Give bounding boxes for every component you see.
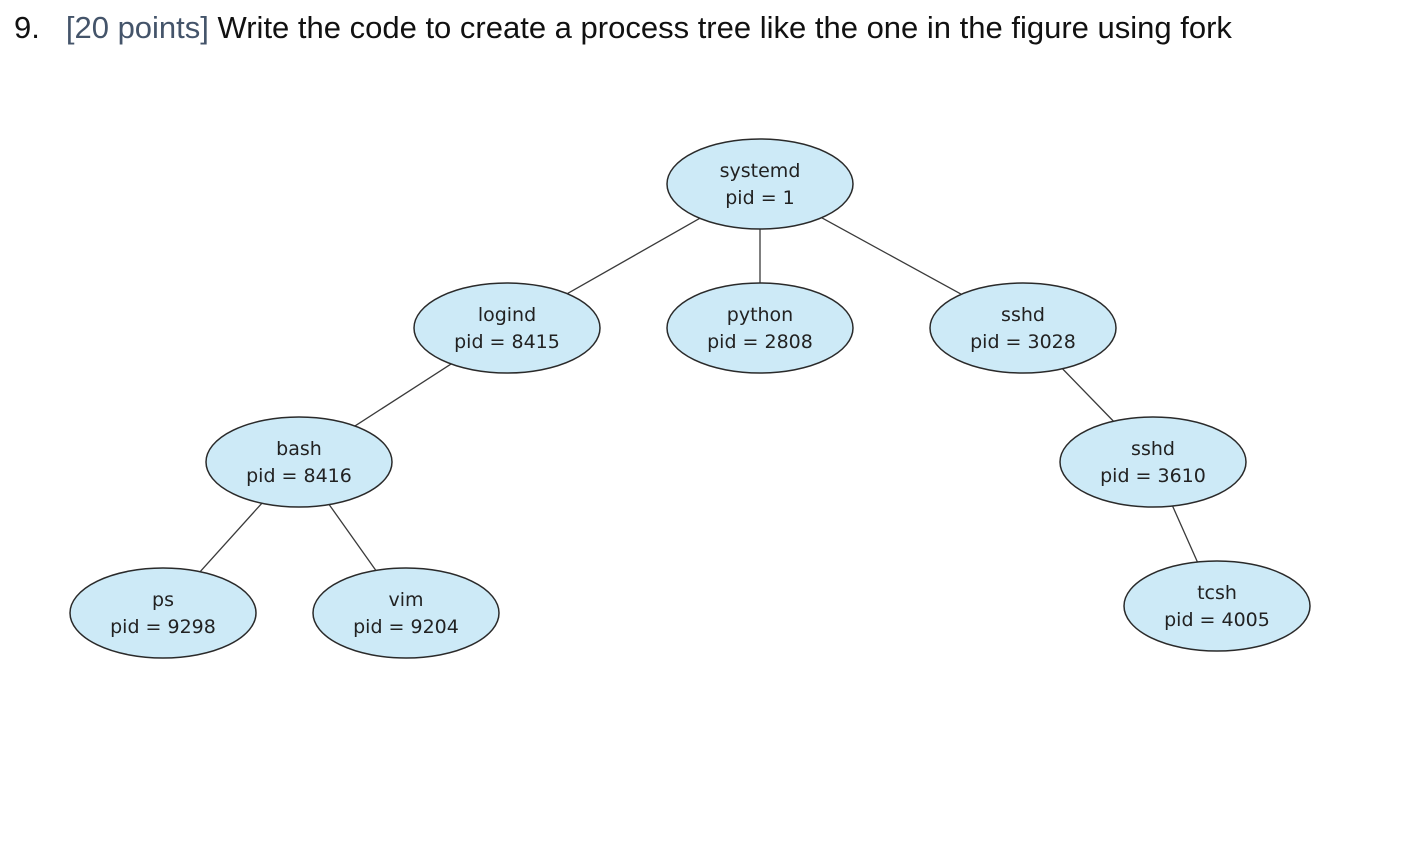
question-number: 9.: [14, 10, 40, 45]
node-process-name: bash: [276, 438, 322, 460]
node-ellipse: [1059, 416, 1247, 508]
node-sshd-3028: sshd pid = 3028: [929, 282, 1117, 374]
node-vim: vim pid = 9204: [312, 567, 500, 659]
nodes-layer: systemd pid = 1 logind pid = 8415 python pid …: [69, 138, 1311, 659]
node-ellipse: [1123, 560, 1311, 652]
node-ps: ps pid = 9298: [69, 567, 257, 659]
node-systemd: systemd pid = 1: [666, 138, 854, 230]
edge-sshd-3028-to-sshd-3610: [1062, 368, 1114, 422]
node-pid-label: pid = 3610: [1100, 465, 1206, 487]
edge-systemd-to-sshd-3028: [821, 217, 962, 295]
edge-systemd-to-logind: [566, 217, 701, 295]
node-pid-label: pid = 8415: [454, 331, 560, 353]
node-python: python pid = 2808: [666, 282, 854, 374]
node-process-name: python: [727, 304, 793, 326]
node-pid-label: pid = 4005: [1164, 609, 1270, 631]
node-bash: bash pid = 8416: [205, 416, 393, 508]
node-ellipse: [69, 567, 257, 659]
node-process-name: tcsh: [1197, 582, 1237, 604]
node-pid-label: pid = 3028: [970, 331, 1076, 353]
node-process-name: sshd: [1131, 438, 1175, 460]
question-heading: 9. [20 points] Write the code to create a…: [14, 8, 1232, 48]
node-pid-label: pid = 1: [725, 187, 795, 209]
node-pid-label: pid = 2808: [707, 331, 813, 353]
node-process-name: ps: [152, 589, 174, 611]
node-process-name: logind: [478, 304, 536, 326]
node-tcsh: tcsh pid = 4005: [1123, 560, 1311, 652]
node-ellipse: [205, 416, 393, 508]
node-ellipse: [929, 282, 1117, 374]
node-ellipse: [666, 138, 854, 230]
edge-logind-to-bash: [354, 363, 452, 427]
edge-bash-to-vim: [328, 504, 377, 571]
node-process-name: systemd: [720, 160, 801, 182]
node-ellipse: [413, 282, 601, 374]
node-ellipse: [666, 282, 854, 374]
edge-sshd-3610-to-tcsh: [1171, 505, 1199, 563]
node-ellipse: [312, 567, 500, 659]
node-pid-label: pid = 9204: [353, 616, 459, 638]
node-sshd-3610: sshd pid = 3610: [1059, 416, 1247, 508]
node-process-name: sshd: [1001, 304, 1045, 326]
node-process-name: vim: [388, 589, 423, 611]
node-pid-label: pid = 8416: [246, 465, 352, 487]
edges-layer: [199, 217, 1199, 573]
question-points: [20 points]: [65, 10, 209, 45]
node-logind: logind pid = 8415: [413, 282, 601, 374]
edge-bash-to-ps: [199, 502, 263, 573]
question-text: Write the code to create a process tree …: [217, 10, 1232, 45]
node-pid-label: pid = 9298: [110, 616, 216, 638]
